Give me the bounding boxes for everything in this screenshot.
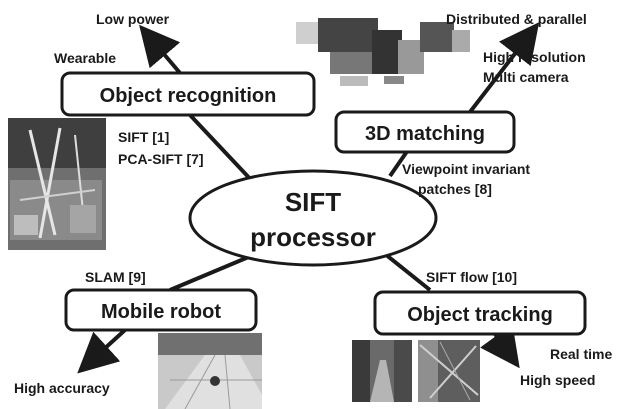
mobile-robot-photo bbox=[158, 333, 262, 409]
object-tracking-photo-left bbox=[352, 340, 412, 402]
object-recognition-photo bbox=[8, 118, 106, 250]
object-tracking-photo-right bbox=[418, 340, 480, 402]
object-tracking-box bbox=[373, 290, 587, 336]
3d-matching-box bbox=[334, 110, 516, 154]
3d-matching-pointcloud bbox=[296, 18, 470, 86]
wearable-label: Wearable bbox=[54, 50, 116, 66]
arrow-high-accuracy bbox=[77, 328, 127, 374]
ref-sift-1: SIFT [1] bbox=[118, 129, 169, 145]
high-accuracy-label: High accuracy bbox=[14, 380, 110, 396]
high-speed-label: High speed bbox=[520, 372, 595, 388]
3d-matching-label: 3D matching bbox=[365, 123, 485, 145]
arrow-distributed-parallel bbox=[468, 22, 540, 114]
ref-sift-flow-10: SIFT flow [10] bbox=[426, 269, 517, 285]
center-ellipse bbox=[188, 169, 438, 267]
center-label-line1: SIFT bbox=[285, 187, 341, 217]
object-recognition-box bbox=[60, 71, 316, 117]
distributed-parallel-label: Distributed & parallel bbox=[446, 11, 587, 27]
connector-3d-matching bbox=[388, 148, 410, 178]
multi-camera-label: Multi camera bbox=[483, 69, 569, 85]
ref-slam-9: SLAM [9] bbox=[85, 269, 146, 285]
center-label-line2: processor bbox=[250, 222, 376, 252]
ref-viewpoint-invariant: Viewpoint invariant bbox=[402, 161, 530, 177]
connector-object-recognition bbox=[188, 113, 257, 186]
real-time-label: Real time bbox=[550, 346, 612, 362]
high-resolution-label: High resolution bbox=[483, 49, 586, 65]
object-recognition-label: Object recognition bbox=[100, 85, 277, 107]
ref-patches-8: patches [8] bbox=[418, 181, 492, 197]
low-power-label: Low power bbox=[96, 11, 170, 27]
mobile-robot-label: Mobile robot bbox=[101, 301, 221, 323]
arrow-low-power bbox=[139, 24, 182, 75]
mobile-robot-box bbox=[64, 288, 258, 332]
ref-pca-sift-7: PCA-SIFT [7] bbox=[118, 151, 204, 167]
arrow-high-speed bbox=[480, 324, 520, 369]
object-tracking-label: Object tracking bbox=[407, 304, 553, 326]
